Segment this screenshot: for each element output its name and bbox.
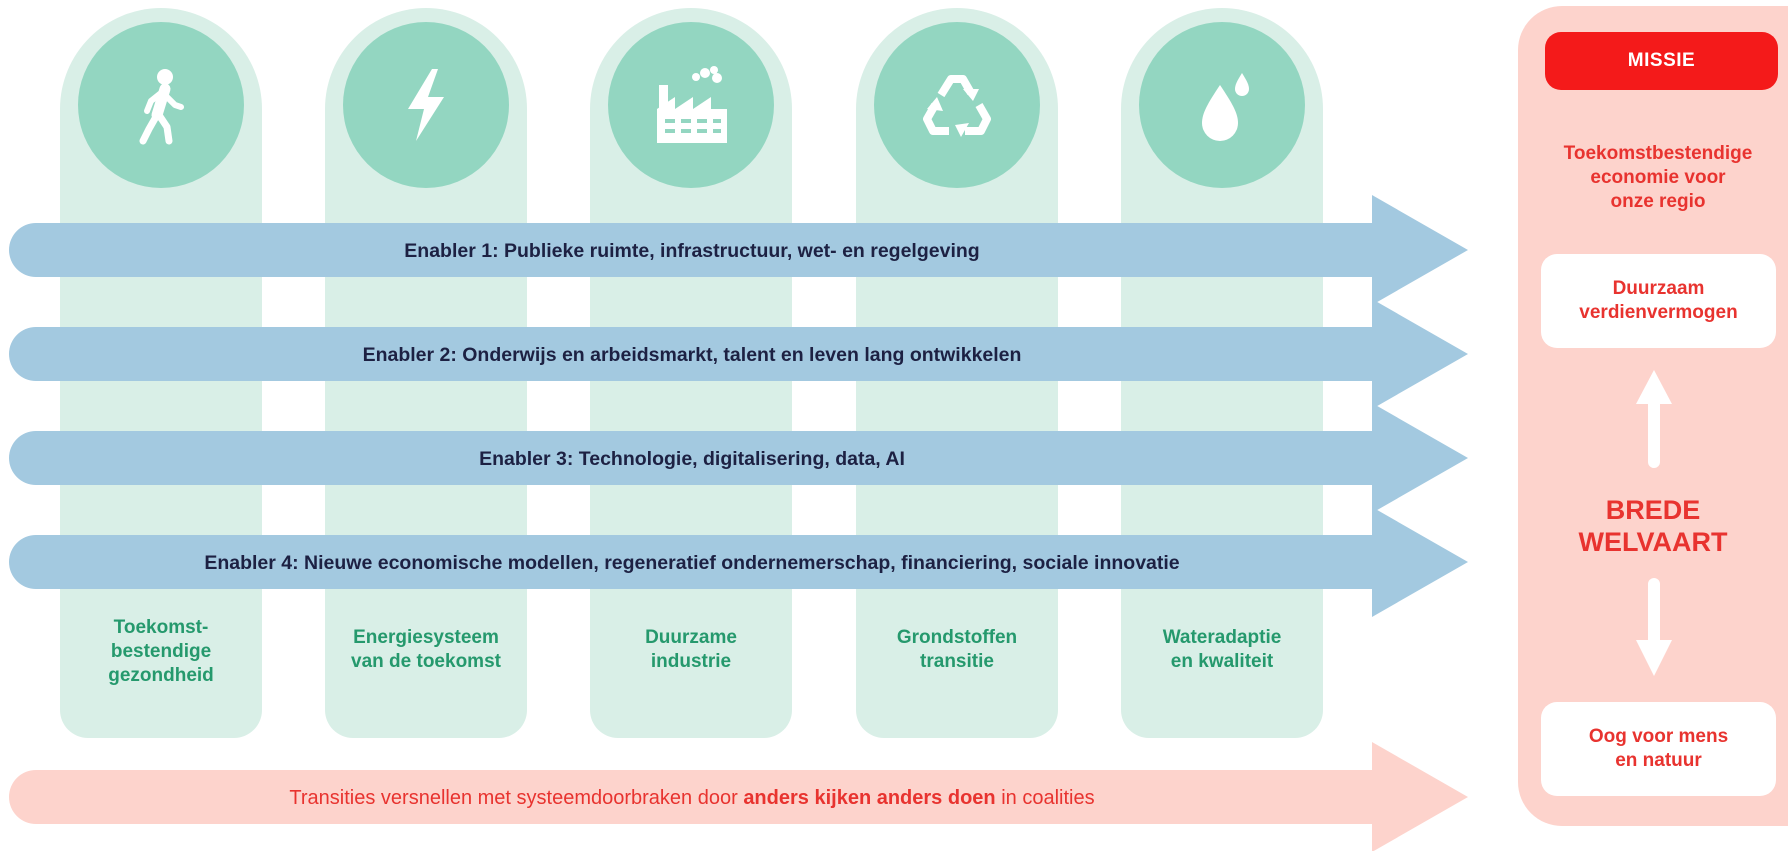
enabler-4-text: Enabler 4: Nieuwe economische modellen, … (204, 552, 1180, 574)
enabler-arrow-4 (9, 507, 1468, 617)
arrow-up-icon (1636, 370, 1672, 468)
transition-text-before: Transities versnellen met systeemdoorbra… (289, 787, 744, 809)
enabler-3-text: Enabler 3: Technologie, digitalisering, … (479, 448, 905, 470)
transition-arrow (9, 742, 1468, 851)
water-drops-icon (1202, 73, 1249, 141)
lightning-bolt-icon (408, 69, 444, 141)
transition-text: Transities versnellen met systeemdoorbra… (8, 770, 1376, 826)
enabler-arrow-1 (9, 195, 1468, 305)
column-icon-circle (343, 22, 509, 188)
enabler-2-text: Enabler 2: Onderwijs en arbeidsmarkt, ta… (362, 344, 1022, 366)
column-icon-circle (608, 22, 774, 188)
column-icon-circle (874, 22, 1040, 188)
missie-badge: MISSIE (1545, 32, 1778, 90)
transition-text-after: in coalities (995, 787, 1095, 809)
column-icon-circle (78, 22, 244, 188)
arrow-down-icon (1636, 578, 1672, 676)
enabler-1-text: Enabler 1: Publieke ruimte, infrastructu… (404, 240, 980, 262)
recycle-icon (923, 75, 991, 137)
factory-icon (657, 66, 727, 143)
transition-text-emphasis: anders kijken anders doen (743, 787, 996, 809)
enabler-arrow-3 (9, 403, 1468, 513)
walking-person-icon (139, 69, 184, 145)
column-icon-circle (1139, 22, 1305, 188)
enabler-arrow-2 (9, 299, 1468, 409)
